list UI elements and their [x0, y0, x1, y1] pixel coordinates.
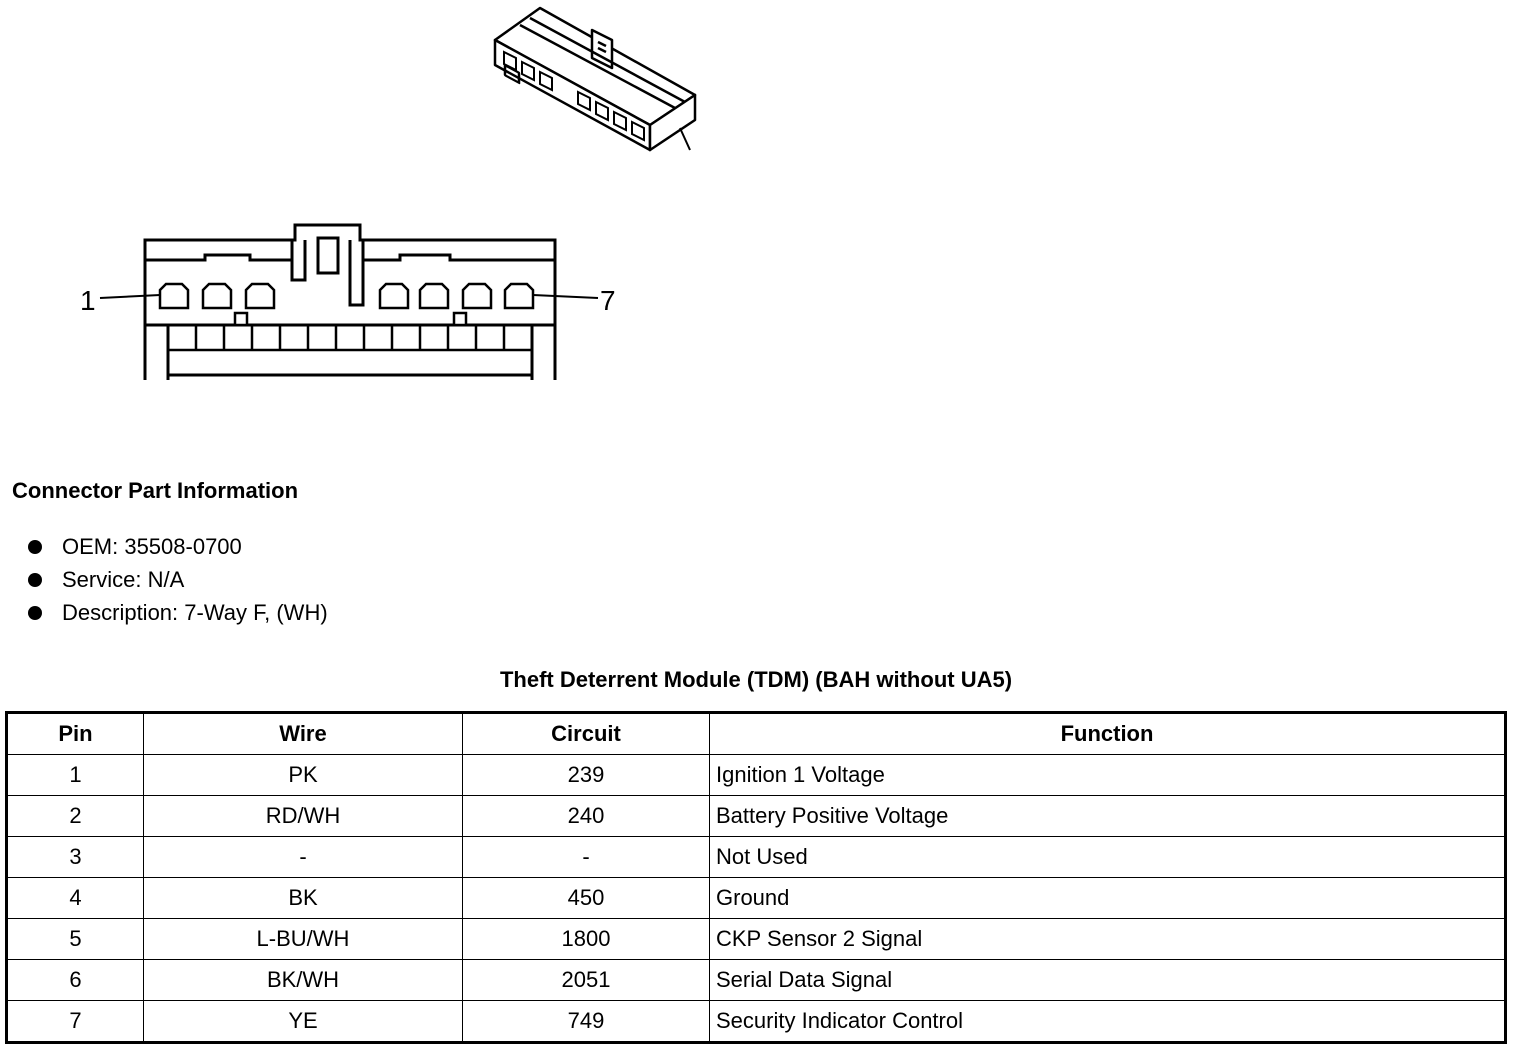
- table-row: 7 YE 749 Security Indicator Control: [6, 1000, 1506, 1043]
- cell-pin: 3: [6, 836, 144, 878]
- cell-circuit: 239: [462, 754, 710, 796]
- cell-circuit: 2051: [462, 959, 710, 1001]
- table-row: 4 BK 450 Ground: [6, 877, 1506, 919]
- cell-pin: 1: [6, 754, 144, 796]
- cell-circuit: 749: [462, 1000, 710, 1043]
- pin-label-7: 7: [600, 285, 616, 316]
- cell-wire: BK: [143, 877, 463, 919]
- table-row: 3 - - Not Used: [6, 836, 1506, 878]
- cell-circuit: 240: [462, 795, 710, 837]
- table-row: 2 RD/WH 240 Battery Positive Voltage: [6, 795, 1506, 837]
- table-row: 1 PK 239 Ignition 1 Voltage: [6, 754, 1506, 796]
- cell-pin: 6: [6, 959, 144, 1001]
- cell-function: Ignition 1 Voltage: [709, 754, 1506, 796]
- cell-function: Ground: [709, 877, 1506, 919]
- header-function: Function: [709, 712, 1506, 755]
- header-wire: Wire: [143, 712, 463, 755]
- cell-function: Security Indicator Control: [709, 1000, 1506, 1043]
- part-info-item: Description: 7-Way F, (WH): [28, 596, 328, 629]
- bullet-icon: [28, 605, 42, 620]
- table-row: 6 BK/WH 2051 Serial Data Signal: [6, 959, 1506, 1001]
- part-info-oem: OEM: 35508-0700: [62, 534, 242, 559]
- part-info-service: Service: N/A: [62, 567, 185, 592]
- cell-pin: 7: [6, 1000, 144, 1043]
- cell-pin: 5: [6, 918, 144, 960]
- bullet-icon: [28, 572, 42, 587]
- cell-wire: L-BU/WH: [143, 918, 463, 960]
- part-info-list: OEM: 35508-0700 Service: N/A Description…: [28, 530, 328, 629]
- pin-label-1: 1: [80, 285, 96, 316]
- cell-wire: PK: [143, 754, 463, 796]
- cell-function: Not Used: [709, 836, 1506, 878]
- cell-circuit: -: [462, 836, 710, 878]
- cell-pin: 2: [6, 795, 144, 837]
- connector-isometric-illustration: [493, 6, 697, 152]
- pinout-table: Pin Wire Circuit Function 1 PK 239 Ignit…: [5, 711, 1507, 1044]
- table-title: Theft Deterrent Module (TDM) (BAH withou…: [499, 667, 1013, 692]
- cell-pin: 4: [6, 877, 144, 919]
- cell-function: CKP Sensor 2 Signal: [709, 918, 1506, 960]
- cell-circuit: 1800: [462, 918, 710, 960]
- connector-face-diagram: 1 7: [80, 223, 616, 380]
- cell-wire: -: [143, 836, 463, 878]
- cell-wire: YE: [143, 1000, 463, 1043]
- cell-circuit: 450: [462, 877, 710, 919]
- part-info-item: Service: N/A: [28, 563, 328, 596]
- cell-function: Battery Positive Voltage: [709, 795, 1506, 837]
- table-header-row: Pin Wire Circuit Function: [6, 712, 1506, 755]
- part-info-title: Connector Part Information: [12, 478, 299, 503]
- header-pin: Pin: [6, 712, 144, 755]
- part-info-item: OEM: 35508-0700: [28, 530, 328, 563]
- part-info-description: Description: 7-Way F, (WH): [62, 600, 328, 625]
- table-row: 5 L-BU/WH 1800 CKP Sensor 2 Signal: [6, 918, 1506, 960]
- cell-wire: BK/WH: [143, 959, 463, 1001]
- cell-wire: RD/WH: [143, 795, 463, 837]
- cell-function: Serial Data Signal: [709, 959, 1506, 1001]
- header-circuit: Circuit: [462, 712, 710, 755]
- bullet-icon: [28, 539, 42, 554]
